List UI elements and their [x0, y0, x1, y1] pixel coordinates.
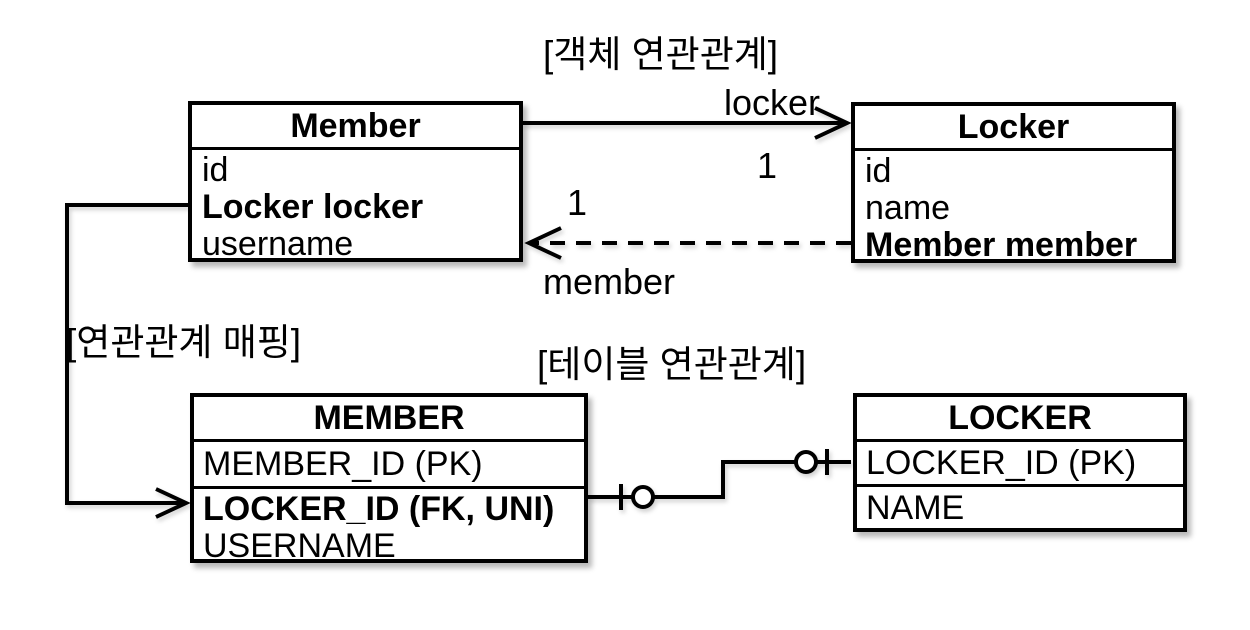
member-table-column-username: USERNAME	[203, 527, 396, 565]
member-table-column-locker-id: LOCKER_ID (FK, UNI)	[203, 490, 555, 528]
member-class-field-username: username	[202, 225, 354, 263]
locker-table: LOCKER LOCKER_ID (PK) NAME	[853, 393, 1187, 532]
mapping-arrow	[65, 203, 188, 505]
locker-class-fields: id name Member member	[855, 151, 1172, 264]
object-relation-title: [객체 연관관계]	[543, 34, 779, 75]
locker-arrow-label: locker	[723, 82, 820, 123]
locker-table-column-locker-id: LOCKER_ID (PK)	[857, 442, 1183, 487]
member-table-column-member-id: MEMBER_ID (PK)	[194, 442, 584, 489]
member-class-field-locker: Locker locker	[202, 188, 424, 226]
member-to-locker-arrowhead	[814, 106, 852, 140]
member-table: MEMBER MEMBER_ID (PK) LOCKER_ID (FK, UNI…	[190, 393, 588, 565]
zero-circle-right	[794, 450, 818, 474]
member-class-title: Member	[192, 105, 519, 150]
locker-multiplicity-label: 1	[757, 145, 778, 186]
locker-class-title: Locker	[855, 106, 1172, 151]
locker-table-column-name: NAME	[866, 489, 965, 527]
member-table-compartment: LOCKER_ID (FK, UNI) USERNAME	[194, 489, 584, 565]
zero-circle-left	[631, 485, 655, 509]
locker-table-title: LOCKER	[857, 397, 1183, 442]
mapping-title: [연관관계 매핑]	[66, 322, 302, 363]
table-connector-line	[588, 460, 851, 499]
table-relation-title: [테이블 연관관계]	[537, 344, 807, 385]
locker-to-member-arrowhead	[524, 226, 562, 260]
locker-class-field-id: id	[865, 152, 892, 190]
member-class-field-id: id	[202, 151, 229, 189]
member-table-title: MEMBER	[194, 397, 584, 442]
mapping-arrowhead	[155, 487, 191, 519]
member-arrow-label: member	[543, 261, 676, 302]
locker-class-field-name: name	[865, 189, 951, 227]
locker-class-field-member: Member member	[865, 226, 1138, 264]
member-class-fields: id Locker locker username	[192, 150, 519, 263]
locker-class-box: Locker id name Member member	[851, 102, 1176, 264]
member-multiplicity-label: 1	[567, 182, 588, 223]
member-class-box: Member id Locker locker username	[188, 101, 523, 263]
